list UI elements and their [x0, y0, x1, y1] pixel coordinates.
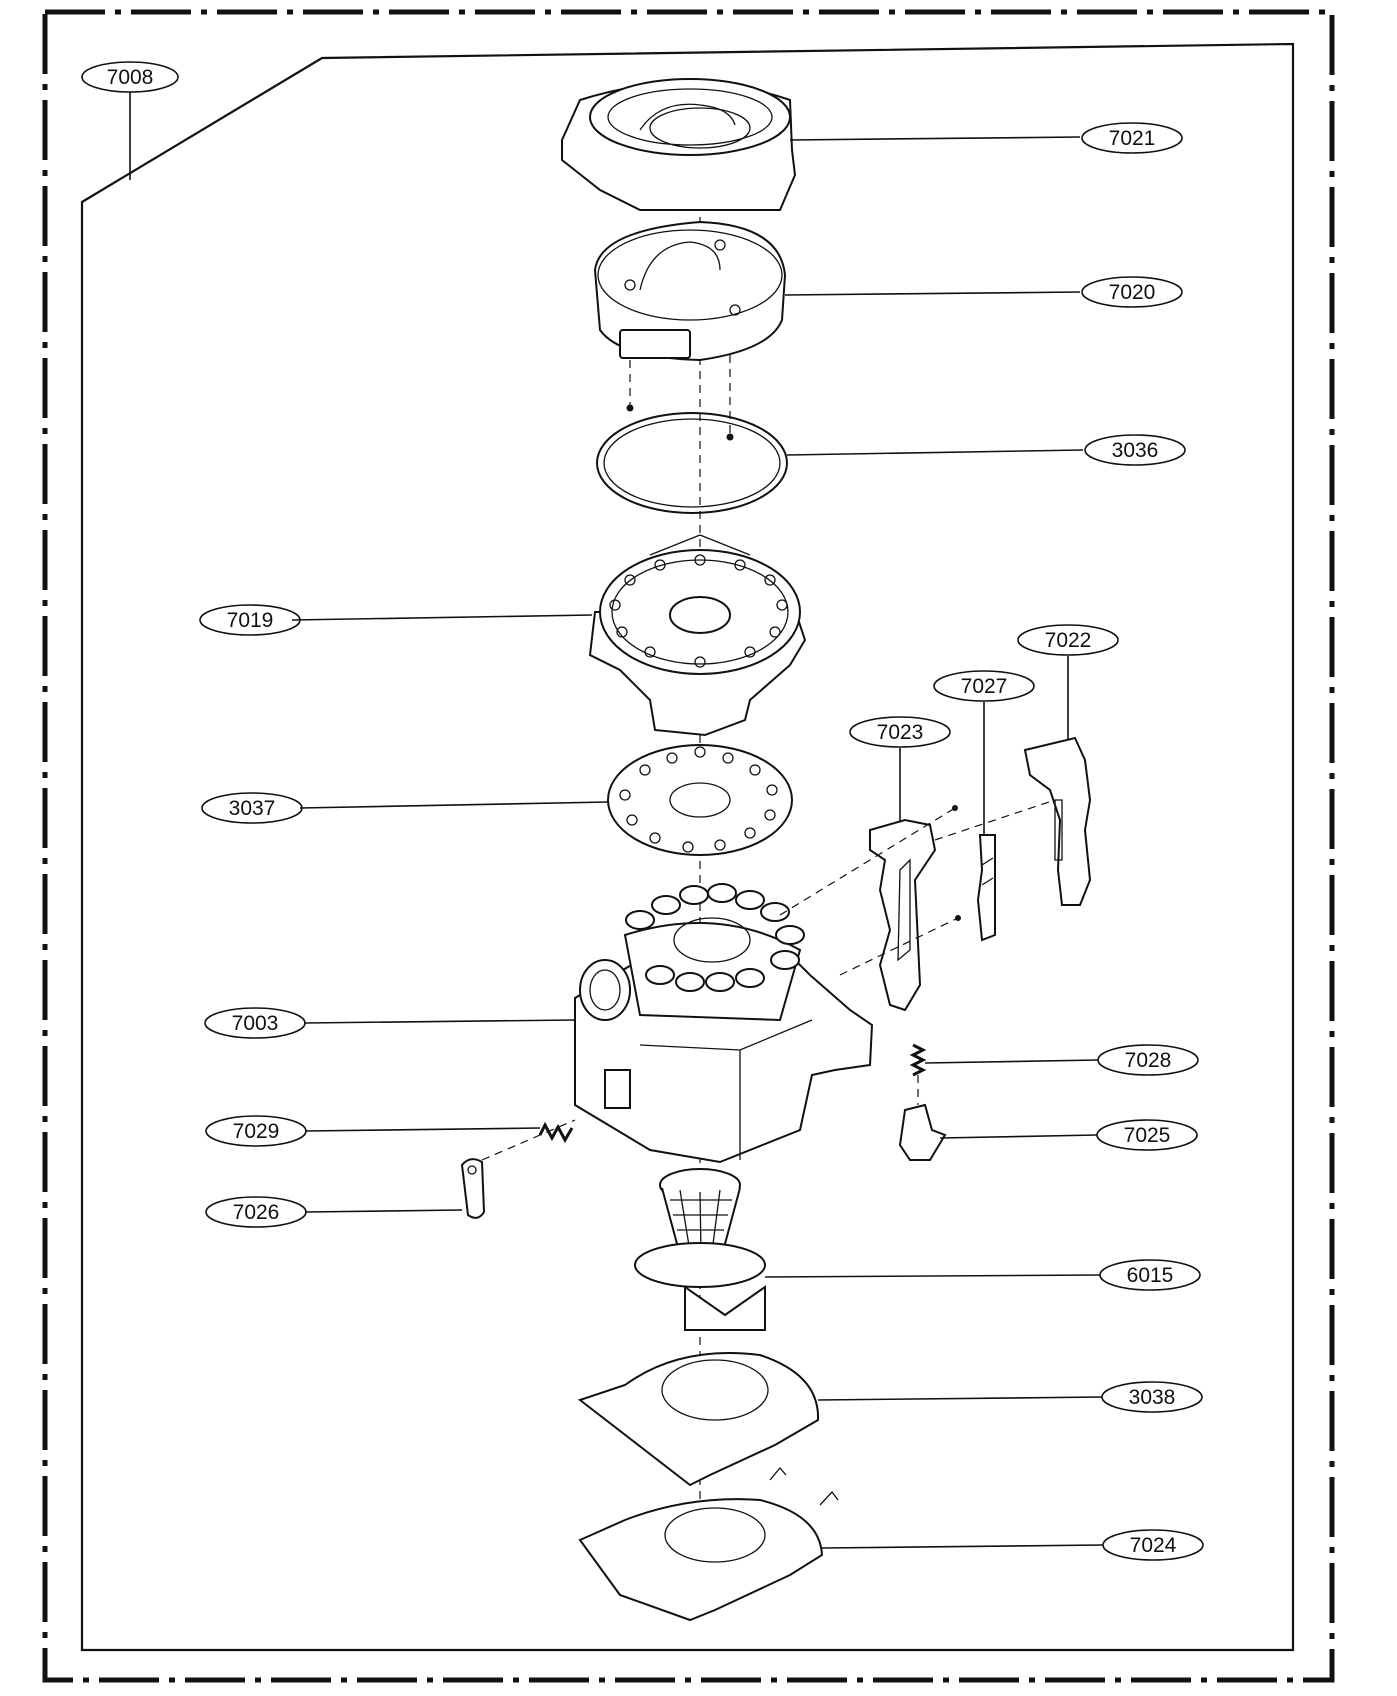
callout-7020: 7020 [1081, 276, 1183, 308]
label-7027: 7027 [961, 675, 1008, 698]
leader-3037 [299, 801, 609, 809]
screw-right [726, 433, 734, 441]
leader-3036 [786, 449, 1084, 456]
leader-7020 [784, 291, 1081, 296]
callout-7027: 7027 [933, 670, 1035, 702]
housing-holes [609, 554, 788, 668]
callout-7029: 7029 [205, 1115, 307, 1147]
leader-7029 [304, 1127, 541, 1132]
callout-7019: 7019 [199, 604, 301, 636]
part-7021-top-lid [561, 78, 797, 211]
part-3038-seal [577, 1352, 820, 1487]
label-7026: 7026 [233, 1201, 280, 1224]
label-3037: 3037 [229, 797, 276, 820]
part-7026-release-button [460, 1158, 486, 1219]
part-7022-handle-grip [1023, 736, 1092, 906]
label-7022: 7022 [1045, 629, 1092, 652]
part-6015-shroud-filter [634, 1168, 766, 1331]
callout-3037: 3037 [201, 792, 303, 824]
callout-7025: 7025 [1096, 1119, 1198, 1151]
callout-7028: 7028 [1097, 1044, 1199, 1076]
axis-7003-7023-lower [839, 917, 959, 976]
part-7003-cyclone-body [574, 883, 874, 1164]
callout-7023: 7023 [849, 716, 951, 748]
bracket-screw-top [952, 805, 958, 811]
axis-7023-7022 [934, 799, 1056, 841]
label-7029: 7029 [233, 1120, 280, 1143]
leader-7003 [303, 1019, 576, 1024]
part-3036-o-ring [596, 412, 788, 514]
callout-3036: 3036 [1084, 434, 1186, 466]
label-3038: 3038 [1129, 1386, 1176, 1409]
label-7003: 7003 [232, 1012, 279, 1035]
part-7023-handle-bracket [869, 805, 961, 1012]
part-3037-gasket-disc [607, 744, 793, 856]
assembly-outline-7008 [80, 42, 1295, 1652]
callout-7003: 7003 [204, 1007, 306, 1039]
label-7020: 7020 [1109, 281, 1156, 304]
callout-7008: 7008 [81, 61, 179, 93]
part-7029-spring [538, 1121, 574, 1144]
callout-3038: 3038 [1101, 1381, 1203, 1413]
part-7024-base-plate [578, 1466, 839, 1622]
part-7028-spring [909, 1043, 927, 1077]
axis-7003-7023 [779, 807, 956, 916]
part-7020-cover [593, 220, 787, 362]
label-7024: 7024 [1130, 1534, 1177, 1557]
leader-7024 [821, 1544, 1104, 1549]
part-7025-catch [898, 1103, 947, 1161]
screw-left [626, 404, 634, 412]
gasket-holes [619, 746, 778, 853]
label-6015: 6015 [1127, 1264, 1174, 1287]
leader-7028 [924, 1059, 1099, 1064]
callout-7022: 7022 [1017, 624, 1119, 656]
axis-7029-7026 [481, 1119, 576, 1161]
callout-7026: 7026 [205, 1196, 307, 1228]
label-7008: 7008 [107, 66, 154, 89]
label-7021: 7021 [1109, 127, 1156, 150]
label-3036: 3036 [1112, 439, 1159, 462]
outer-frame [42, 9, 1335, 1683]
leader-7026 [304, 1209, 463, 1213]
leader-3038 [817, 1396, 1103, 1401]
callout-6015: 6015 [1099, 1259, 1201, 1291]
part-7019-filter-housing [588, 534, 807, 737]
leader-7019 [291, 614, 593, 621]
callout-7021: 7021 [1081, 122, 1183, 154]
leader-6015 [764, 1274, 1101, 1278]
callout-7024: 7024 [1102, 1529, 1204, 1561]
cyclone-cones [625, 883, 805, 992]
label-7028: 7028 [1125, 1049, 1172, 1072]
label-7025: 7025 [1124, 1124, 1171, 1147]
label-7019: 7019 [227, 609, 274, 632]
label-7023: 7023 [877, 721, 924, 744]
part-7027-latch [976, 834, 996, 942]
leader-7025 [939, 1134, 1098, 1139]
leader-7021 [789, 136, 1081, 141]
